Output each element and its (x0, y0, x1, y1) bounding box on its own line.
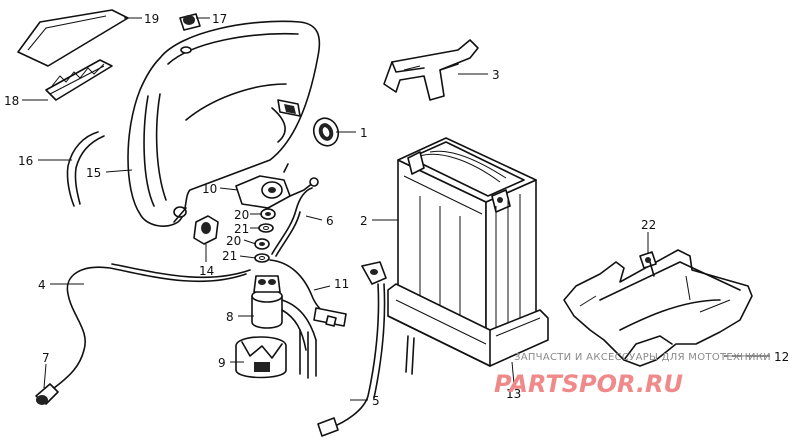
callout-14: 14 (199, 264, 214, 278)
callout-21b: 21 (222, 249, 237, 263)
part-19-emblem-plate (17, 9, 129, 67)
callout-3: 3 (492, 68, 500, 82)
part-21-washer-lower (254, 253, 270, 263)
callout-13: 13 (506, 387, 521, 401)
part-8-starter-relay (251, 275, 317, 351)
part-17-grommet (179, 13, 201, 31)
part-10-fuse-holder (235, 163, 319, 209)
callout-20b: 20 (226, 234, 241, 248)
part-11-relay-harness (269, 259, 347, 327)
part-7-terminal (35, 383, 59, 405)
part-12-battery-box (563, 249, 753, 367)
callout-10: 10 (202, 182, 217, 196)
callout-17: 17 (212, 12, 227, 26)
part-20-nut-upper (260, 208, 276, 220)
watermark: ЗАПЧАСТИ И АКСЕССУАРЫ ДЛЯ МОТОТЕХНИКИ PA… (494, 352, 771, 398)
watermark-text: ЗАПЧАСТИ И АКСЕССУАРЫ ДЛЯ МОТОТЕХНИКИ (514, 352, 771, 363)
part-4-cable (53, 263, 251, 389)
callout-18: 18 (4, 94, 19, 108)
callout-8: 8 (226, 310, 234, 324)
part-9-relay-boot (235, 336, 287, 379)
leader-lines (22, 17, 770, 401)
callout-7: 7 (42, 351, 50, 365)
callout-11: 11 (334, 277, 349, 291)
callout-20a: 20 (234, 208, 249, 222)
callout-22: 22 (641, 218, 656, 232)
part-3-battery-bracket (383, 39, 479, 101)
callout-5: 5 (372, 394, 380, 408)
callout-9: 9 (218, 356, 226, 370)
watermark-logo: PARTSPOR.RU (494, 370, 683, 398)
part-13-battery-tray (387, 283, 549, 375)
part-1-grommet-ring (312, 117, 340, 147)
callout-19: 19 (144, 12, 159, 26)
relay-lead-wires (299, 329, 317, 379)
callout-6: 6 (326, 214, 334, 228)
part-15-side-cover (127, 20, 321, 227)
part-20-nut-lower (254, 238, 270, 250)
part-14-rubber-mount (193, 215, 219, 245)
part-6-cable (271, 187, 313, 257)
callout-4: 4 (38, 278, 46, 292)
callout-2: 2 (360, 214, 368, 228)
callout-1: 1 (360, 126, 368, 140)
part-18-emblem-badge (45, 59, 113, 101)
part-21-washer-upper (258, 223, 274, 233)
callout-labels: 19 17 18 16 15 1 3 2 10 6 20 21 20 21 14… (4, 12, 789, 408)
callout-15: 15 (86, 166, 101, 180)
callout-16: 16 (18, 154, 33, 168)
part-5-battery-cable (317, 261, 387, 437)
part-16-strap (66, 131, 105, 207)
part-22-bolt (639, 251, 657, 277)
callout-12: 12 (774, 350, 789, 364)
part-cover-grommet (277, 99, 301, 117)
callout-21a: 21 (234, 222, 249, 236)
